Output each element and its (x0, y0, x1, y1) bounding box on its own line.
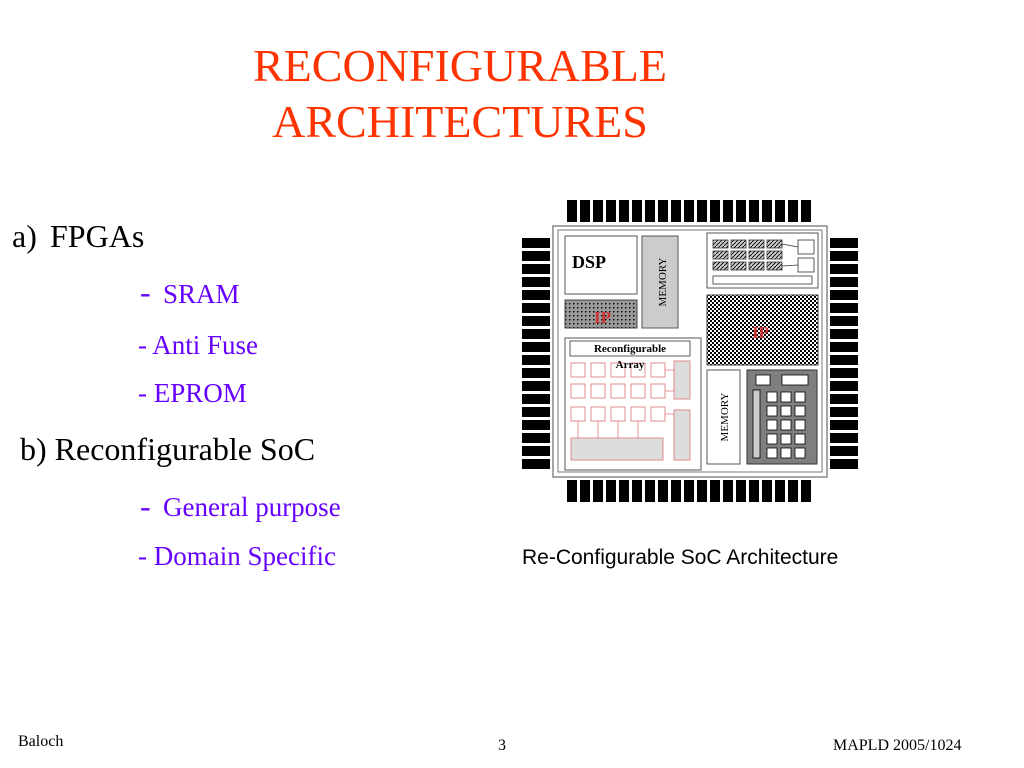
reconfigurable-array-label-line-2: Array (616, 359, 645, 371)
bullet-sram: SRAM (163, 279, 240, 309)
logic-grid-block (706, 232, 819, 289)
bullet-reconfigurable-soc: b) Reconfigurable SoC (20, 431, 316, 467)
diagram-caption: Re-Configurable SoC Architecture (522, 546, 839, 569)
footer-page-number: 3 (498, 737, 506, 754)
soc-architecture-diagram: DSP MEMORY IP IP (522, 200, 858, 502)
dsp-label: DSP (572, 252, 606, 272)
reconfigurable-array-label-line-1: Reconfigurable (594, 343, 666, 355)
dsp-block (564, 235, 638, 295)
left-pins (522, 238, 550, 469)
bottom-pins (567, 480, 811, 502)
footer-conference: MAPLD 2005/1024 (833, 737, 962, 754)
top-pins (567, 200, 811, 222)
memory-top-label: MEMORY (657, 257, 669, 306)
memory-bottom-block (706, 369, 741, 465)
bullet-eprom: - EPROM (138, 378, 247, 408)
gp-dash: - (140, 488, 151, 524)
slide-title: RECONFIGURABLE ARCHITECTURES (120, 38, 800, 150)
memory-top-block (641, 235, 679, 329)
ip-left-block (564, 299, 638, 329)
sram-dash: - (140, 274, 151, 310)
memory-bottom-label: MEMORY (719, 392, 731, 441)
reconfigurable-array-block (564, 337, 702, 471)
chip-inner-border (557, 229, 823, 473)
right-pins (830, 238, 858, 469)
title-line-2: ARCHITECTURES (272, 96, 648, 147)
bullet-fpgas: FPGAs (50, 218, 145, 254)
ip-right-label: IP (752, 323, 769, 342)
processor-grid-block (746, 369, 818, 465)
bullet-a-marker: a) (12, 218, 37, 254)
footer-author: Baloch (18, 733, 64, 750)
bullet-general-purpose: General purpose (163, 492, 341, 522)
ip-left-label: IP (594, 308, 611, 327)
title-line-1: RECONFIGURABLE (252, 40, 668, 91)
bullet-domain-specific: - Domain Specific (138, 541, 336, 571)
ip-right-block (706, 294, 819, 366)
bullet-antifuse: - Anti Fuse (138, 330, 259, 360)
